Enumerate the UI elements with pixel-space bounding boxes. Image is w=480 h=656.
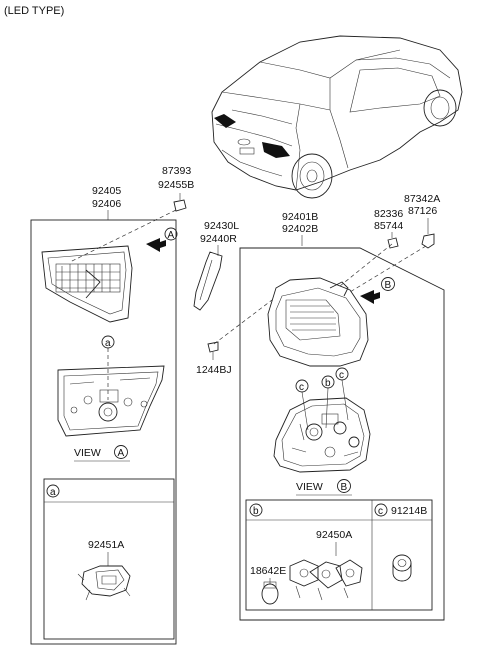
outer-lamp-assembly: [267, 277, 369, 367]
label-87342a: 87342A: [404, 193, 440, 205]
label-92451a: 92451A: [88, 539, 124, 551]
label-1244bj: 1244BJ: [196, 364, 232, 376]
harness-92450a: [289, 559, 363, 601]
nut-85744: [387, 232, 399, 249]
view-a-letter: A: [118, 448, 125, 459]
socket-92451a: [77, 565, 131, 601]
view-a-label: VIEW: [74, 447, 101, 459]
label-92405: 92405: [92, 185, 121, 197]
detail-box-a-circle: [46, 484, 60, 498]
label-92430l: 92430L: [204, 220, 239, 232]
screw-92455b: [173, 193, 187, 212]
label-87393: 87393: [162, 165, 191, 177]
callout-c-right-label: c: [339, 370, 344, 381]
callout-b-upper: B: [385, 280, 392, 291]
garnish-92430l: [193, 251, 223, 311]
led-type-header: (LED TYPE): [4, 5, 64, 17]
callout-c-left-label: c: [299, 382, 304, 393]
view-b-letter: B: [341, 482, 348, 493]
callout-a-marker-label: a: [105, 338, 111, 349]
label-91214b: 91214B: [391, 505, 427, 517]
clip-87126: [421, 218, 435, 249]
detail-box-c-circle: [374, 503, 388, 517]
label-18642e: 18642E: [250, 565, 286, 577]
label-87126: 87126: [408, 205, 437, 217]
view-b-arrow: B: [360, 277, 395, 304]
inner-lamp-box: [30, 219, 177, 645]
view-b-circle: [337, 479, 351, 493]
inner-lamp-assembly: [41, 245, 133, 323]
label-92401b: 92401B: [282, 211, 318, 223]
label-82336: 82336: [374, 208, 403, 220]
label-92455b: 92455B: [158, 179, 194, 191]
screw-1244bj: [207, 341, 219, 360]
detail-box-a: [43, 478, 175, 640]
view-b-label: VIEW: [296, 481, 323, 493]
view-a-arrow: A: [146, 227, 178, 252]
detail-box-b-letter: b: [253, 506, 259, 517]
detail-box-a-letter: a: [50, 487, 56, 498]
label-92440r: 92440R: [200, 233, 237, 245]
label-92450a: 92450A: [316, 529, 352, 541]
view-a-circle: [114, 445, 128, 459]
socket-91214b: [392, 554, 412, 582]
detail-box-bc: [245, 499, 433, 611]
detail-box-b-circle: [249, 503, 263, 517]
callout-a-upper: A: [168, 230, 175, 241]
outer-lamp-box: [239, 247, 445, 621]
label-92402b: 92402B: [282, 223, 318, 235]
callout-b-marker-label: b: [325, 378, 331, 389]
car-illustration: [211, 35, 463, 199]
view-b-lamp-back: [273, 397, 371, 473]
view-a-lamp-back: [57, 365, 165, 437]
label-85744: 85744: [374, 220, 403, 232]
detail-box-c-letter: c: [378, 506, 383, 517]
label-92406: 92406: [92, 198, 121, 210]
bulb-18642e: [261, 581, 279, 605]
